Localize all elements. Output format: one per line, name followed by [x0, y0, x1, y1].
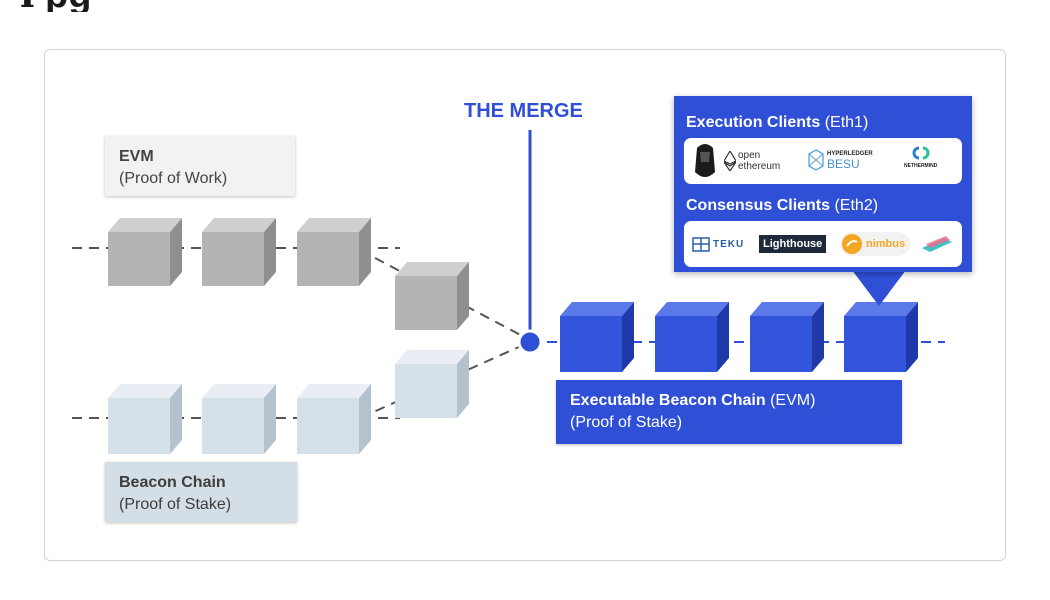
page-heading-text: ℹ pg	[20, 0, 91, 12]
prysm-icon	[922, 234, 952, 254]
executable-beacon-chain-suffix: (EVM)	[765, 392, 816, 409]
nimbus-text: nimbus	[866, 238, 906, 250]
consensus-clients-heading: Consensus Clients (Eth2)	[686, 197, 879, 214]
evm-subtitle: (Proof of Work)	[119, 170, 228, 187]
besu-line2: BESU	[827, 156, 860, 171]
pow-block-4	[395, 262, 469, 330]
execution-clients-heading: Execution Clients (Eth1)	[686, 114, 869, 131]
evm-label-box: EVM (Proof of Work)	[105, 136, 295, 196]
clients-panel-pointer	[852, 270, 906, 306]
executable-beacon-chain-label-box: Executable Beacon Chain (EVM) (Proof of …	[556, 380, 902, 444]
pow-to-merge-line	[359, 249, 531, 341]
page-heading-clipped: ℹ pg	[0, 0, 300, 12]
consensus-clients-logos: TEKU Lighthouse nimbus	[684, 221, 962, 267]
beacon-chain-title: Beacon Chain	[119, 474, 226, 491]
pow-block-1	[108, 218, 182, 286]
beacon-block-1	[108, 384, 182, 454]
merge-point	[517, 329, 543, 355]
merge-label: THE MERGE	[464, 100, 583, 122]
teku-icon: TEKU	[692, 235, 744, 253]
beacon-block-3	[297, 384, 371, 454]
openethereum-line2: ethereum	[738, 161, 781, 172]
beacon-chain-label-box: Beacon Chain (Proof of Stake)	[105, 462, 297, 522]
lighthouse-text: Lighthouse	[763, 238, 823, 250]
pow-block-2	[202, 218, 276, 286]
teku-text: TEKU	[713, 238, 745, 250]
merged-block-3	[750, 302, 824, 372]
merged-block-1	[560, 302, 634, 372]
evm-title: EVM	[119, 148, 154, 165]
executable-beacon-chain-title: Executable Beacon Chain	[570, 392, 766, 409]
beacon-chain-subtitle: (Proof of Stake)	[119, 496, 232, 513]
nethermind-icon: NETHERMIND	[904, 146, 937, 169]
executable-beacon-chain-title-row: Executable Beacon Chain (EVM)	[570, 390, 888, 412]
beacon-block-4	[395, 350, 469, 418]
lighthouse-icon: Lighthouse	[759, 235, 827, 253]
executable-beacon-chain-subtitle: (Proof of Stake)	[570, 414, 683, 431]
merged-block-4	[844, 302, 918, 372]
nethermind-text: NETHERMIND	[904, 163, 938, 169]
beacon-block-2	[202, 384, 276, 454]
merged-block-2	[655, 302, 729, 372]
pow-block-3	[297, 218, 371, 286]
nimbus-icon: nimbus	[840, 232, 911, 256]
besu-line1: HYPERLEDGER	[827, 150, 873, 157]
geth-icon	[693, 142, 717, 180]
openethereum-line1: open	[738, 150, 761, 161]
